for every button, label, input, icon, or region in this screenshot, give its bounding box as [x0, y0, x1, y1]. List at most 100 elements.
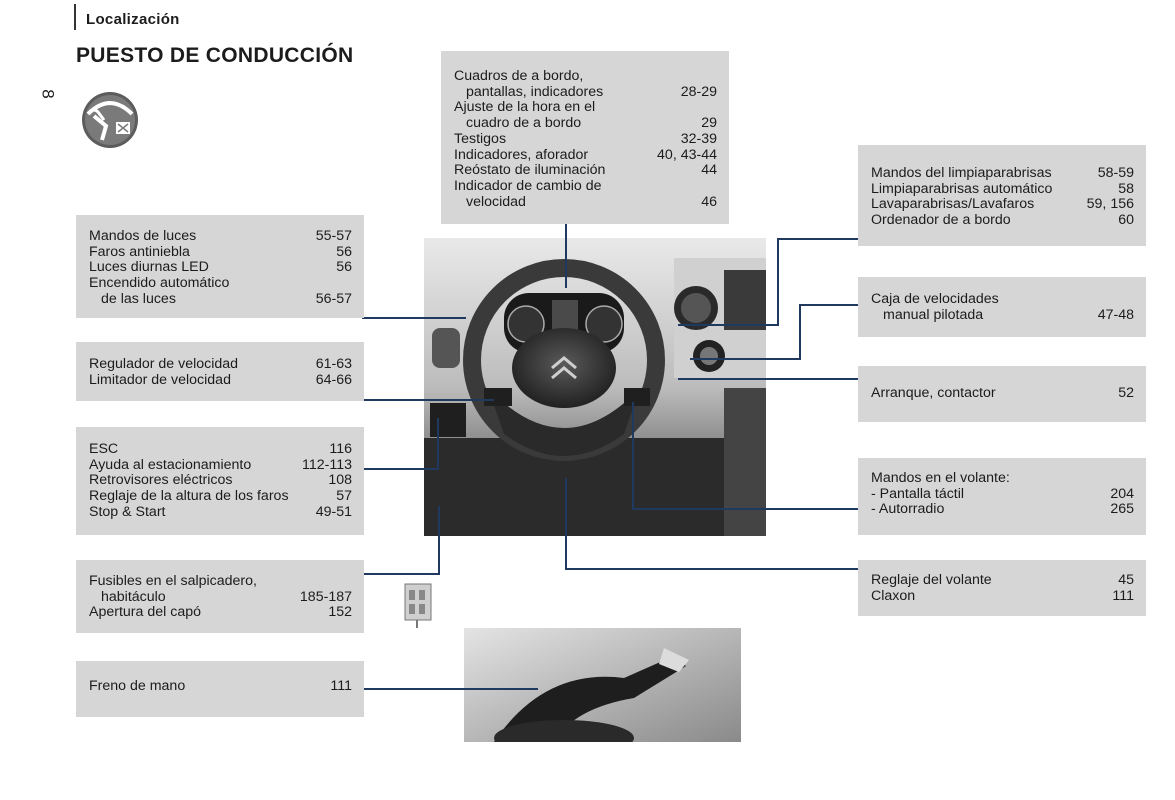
- entry-page-ref: 111: [1112, 587, 1134, 604]
- entry-page-ref: 49-51: [315, 503, 352, 520]
- entry-row: Fusibles en el salpicadero,: [89, 573, 352, 590]
- entry-row: manual pilotada 47-48: [871, 306, 1134, 324]
- entry-row: Ajuste de la hora en el: [454, 100, 717, 116]
- box-freno: Freno de mano 111: [76, 661, 364, 717]
- entry-page-ref: 108: [328, 472, 352, 489]
- leader-line-esc-v: [437, 418, 439, 470]
- entry-label: Cuadros de a bordo,: [454, 68, 584, 84]
- entry-row: Freno de mano 111: [89, 678, 352, 695]
- entry-label: - Autorradio: [871, 501, 945, 518]
- entry-page-ref: 58: [1118, 180, 1134, 197]
- entry-label: Reglaje del volante: [871, 572, 992, 588]
- entry-row: Encendido automático: [89, 275, 352, 292]
- entry-page-ref: [711, 69, 717, 85]
- entry-page-ref: 45: [1118, 572, 1134, 588]
- box-cuadros: Cuadros de a bordo,pantallas, indicadore…: [441, 51, 729, 224]
- entry-page-ref: 112-113: [302, 456, 352, 473]
- entry-label: Mandos en el volante:: [871, 470, 1010, 486]
- entry-page-ref: [346, 574, 352, 590]
- leader-line-caja-h2: [690, 358, 801, 360]
- entry-label: Limpiaparabrisas automático: [871, 180, 1053, 197]
- leader-line-arranque: [678, 378, 858, 380]
- entry-page-ref: 58-59: [1097, 165, 1134, 181]
- entry-label: Reóstato de iluminación: [454, 162, 606, 179]
- leader-line-reglaje-v: [565, 478, 567, 569]
- entry-label: habitáculo: [101, 588, 166, 605]
- handbrake-photo: [464, 628, 741, 742]
- entry-row: Cuadros de a bordo,: [454, 68, 717, 85]
- entry-label: Encendido automático: [89, 275, 230, 292]
- entry-page-ref: 61-63: [315, 356, 352, 372]
- entry-label: de las luces: [101, 290, 176, 307]
- section-marker: [74, 4, 76, 30]
- entry-page-ref: 28-29: [680, 83, 717, 100]
- leader-line-volante-v: [632, 402, 634, 509]
- entry-label: Reglaje de la altura de los faros: [89, 488, 289, 505]
- entry-page-ref: [1128, 292, 1134, 308]
- entry-row: Mandos del limpiaparabrisas 58-59: [871, 165, 1134, 182]
- entry-page-ref: 59, 156: [1086, 196, 1134, 213]
- entry-page-ref: [346, 276, 352, 292]
- leader-line-limpia-h2: [678, 324, 779, 326]
- leader-line-velocidad: [362, 399, 494, 401]
- entry-row: Ayuda al estacionamiento 112-113: [89, 456, 352, 474]
- entry-label: velocidad: [466, 193, 526, 210]
- entry-page-ref: [711, 179, 717, 195]
- entry-label: Mandos del limpiaparabrisas: [871, 165, 1052, 181]
- entry-label: Luces diurnas LED: [89, 259, 209, 276]
- entry-row: Retrovisores eléctricos 108: [89, 473, 352, 489]
- leader-line-caja-v: [799, 304, 801, 360]
- entry-label: Testigos: [454, 130, 507, 147]
- entry-row: Reglaje del volante 45: [871, 572, 1134, 589]
- entry-row: Reglaje de la altura de los faros 57: [89, 488, 352, 505]
- entry-row: cuadro de a bordo 29: [454, 115, 717, 132]
- entry-page-ref: [1128, 471, 1134, 487]
- entry-label: Indicador de cambio de: [454, 177, 602, 194]
- dashboard-photo: [424, 238, 766, 536]
- entry-label: Ordenador de a bordo: [871, 212, 1011, 229]
- entry-label: Caja de velocidades: [871, 291, 999, 307]
- entry-page-ref: 57: [336, 488, 352, 505]
- entry-label: manual pilotada: [883, 306, 984, 323]
- entry-page-ref: 152: [328, 604, 352, 621]
- leader-line-top: [565, 224, 567, 288]
- entry-page-ref: 47-48: [1097, 306, 1134, 323]
- page-title: PUESTO DE CONDUCCIÓN: [76, 44, 354, 67]
- entry-row: Mandos en el volante:: [871, 470, 1134, 487]
- leader-line-fusibles-h: [362, 573, 440, 575]
- entry-page-ref: 265: [1110, 501, 1134, 518]
- entry-page-ref: 64-66: [315, 371, 352, 388]
- entry-row: Indicador de cambio de: [454, 177, 717, 195]
- entry-page-ref: 111: [330, 678, 352, 694]
- entry-label: Lavaparabrisas/Lavafaros: [871, 196, 1035, 213]
- entry-label: Freno de mano: [89, 678, 186, 694]
- entry-label: Apertura del capó: [89, 604, 201, 621]
- entry-page-ref: 29: [701, 115, 717, 132]
- entry-label: Retrovisores eléctricos: [89, 472, 233, 489]
- entry-row: - Autorradio 265: [871, 502, 1134, 518]
- entry-page-ref: 55-57: [315, 228, 352, 244]
- steering-wheel-location-icon: [82, 92, 138, 148]
- entry-page-ref: [711, 100, 717, 116]
- entry-label: Fusibles en el salpicadero,: [89, 573, 257, 589]
- entry-row: Lavaparabrisas/Lavafaros 59, 156: [871, 197, 1134, 213]
- section-title: Localización: [86, 11, 180, 28]
- entry-label: cuadro de a bordo: [466, 115, 582, 132]
- entry-label: Ayuda al estacionamiento: [89, 456, 252, 473]
- entry-page-ref: 52: [1118, 385, 1134, 401]
- leader-line-reglaje-h: [565, 568, 858, 570]
